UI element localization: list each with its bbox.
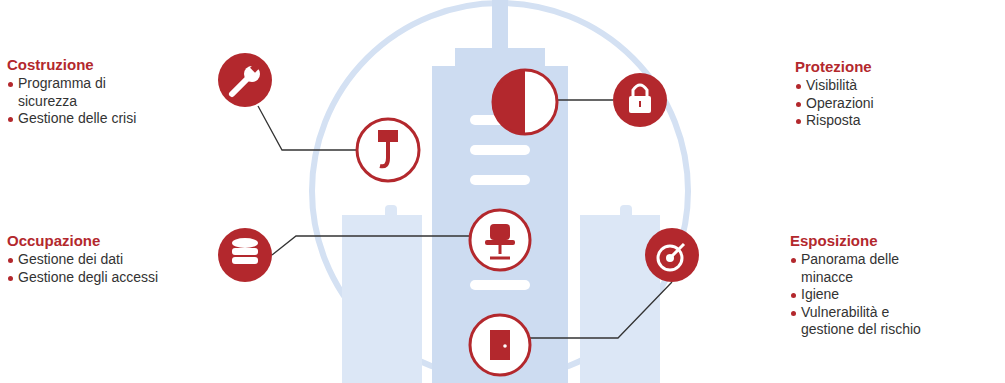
category-group: EsposizionePanorama delle minacceIgieneV… bbox=[790, 232, 940, 339]
category-heading: Occupazione bbox=[7, 232, 237, 250]
category-heading: Esposizione bbox=[790, 232, 940, 250]
bullet-row: Panorama delle minacce bbox=[790, 251, 940, 286]
bullet-dot bbox=[791, 258, 796, 263]
bullet-text: Visibilità bbox=[806, 77, 955, 95]
bullet-text: Operazioni bbox=[806, 95, 955, 113]
bullet-dot bbox=[796, 84, 801, 89]
bullet-row: Visibilità bbox=[795, 77, 955, 95]
category-group: ProtezioneVisibilitàOperazioniRisposta bbox=[795, 58, 955, 130]
bullet-dot bbox=[8, 117, 13, 122]
bullet-dot bbox=[8, 258, 13, 263]
bullet-row: Vulnerabilità e gestione del rischio bbox=[790, 304, 940, 339]
bullet-text: Gestione dei dati bbox=[18, 251, 237, 269]
bullet-text: Gestione delle crisi bbox=[18, 110, 157, 128]
bullet-text: Programma di sicurezza bbox=[18, 75, 157, 110]
bullet-text: Igiene bbox=[801, 286, 940, 304]
bullet-text: Risposta bbox=[806, 112, 955, 130]
category-group: CostruzioneProgramma di sicurezzaGestion… bbox=[7, 56, 157, 128]
bullet-dot bbox=[796, 102, 801, 107]
bullet-text: Panorama delle minacce bbox=[801, 251, 940, 286]
bullet-dot bbox=[796, 119, 801, 124]
category-group: OccupazioneGestione dei datiGestione deg… bbox=[7, 232, 237, 286]
bullet-dot bbox=[791, 311, 796, 316]
bullet-row: Risposta bbox=[795, 112, 955, 130]
bullet-text: Vulnerabilità e gestione del rischio bbox=[801, 304, 940, 339]
bullet-row: Gestione dei dati bbox=[7, 251, 237, 269]
category-heading: Protezione bbox=[795, 58, 955, 76]
category-heading: Costruzione bbox=[7, 56, 157, 74]
bullet-row: Programma di sicurezza bbox=[7, 75, 157, 110]
bullet-dot bbox=[8, 82, 13, 87]
bullet-text: Gestione degli accessi bbox=[18, 269, 237, 287]
bullet-dot bbox=[8, 276, 13, 281]
bullet-row: Gestione degli accessi bbox=[7, 269, 237, 287]
bullet-row: Gestione delle crisi bbox=[7, 110, 157, 128]
bullet-row: Operazioni bbox=[795, 95, 955, 113]
bullet-row: Igiene bbox=[790, 286, 940, 304]
bullet-dot bbox=[791, 293, 796, 298]
